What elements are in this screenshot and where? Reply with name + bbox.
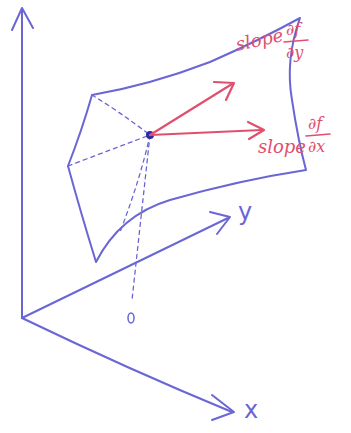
drop-line [132,135,150,300]
y-axis-head [210,212,230,234]
surface-contour [68,135,150,166]
fraction-denominator: ∂x [308,139,325,155]
fraction-numerator: ∂f [308,116,322,132]
z-axis [21,10,23,318]
axis-label: y [238,200,252,224]
fraction-denominator: ∂y [286,45,303,61]
slope-label: slope [234,26,285,54]
z-axis-head [12,8,33,30]
arrow-head [214,82,234,100]
tangent-arrow-x [150,130,262,135]
surface-outline [68,18,306,262]
x-axis-head [212,395,234,420]
arrow-head [248,122,264,139]
y-axis [22,218,228,318]
fraction-bar [284,40,308,42]
fraction-bar [306,134,330,136]
surface-contour [92,95,150,135]
axis-label: x [244,398,258,422]
base-point [128,313,134,323]
x-axis [22,318,232,412]
slope-label: slope [258,138,306,156]
tangent-arrow-y [150,84,232,135]
fraction-numerator: ∂f [286,22,300,38]
surface-contour [120,135,150,232]
